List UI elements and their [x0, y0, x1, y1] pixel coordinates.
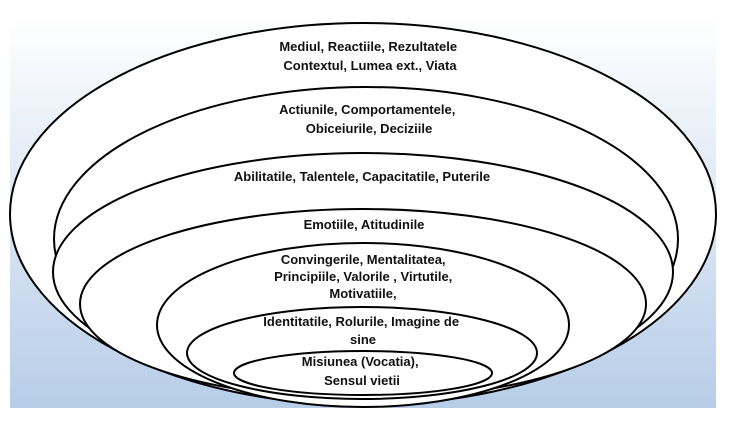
layer-beliefs-label: Convingerile, Mentalitatea, Principiile,… — [274, 252, 456, 301]
layer-abilities-line-1: Abilitatile, Talentele, Capacitatile, Pu… — [234, 169, 490, 184]
layer-identity-label: Identitatile, Rolurile, Imagine de sine — [263, 314, 462, 347]
layer-environment-line-2: Contextul, Lumea ext., Viata — [283, 58, 457, 73]
layer-mission: Misiunea (Vocatia), Sensul vietii — [233, 350, 493, 396]
layer-beliefs-line-3: Motivatiile, — [329, 286, 396, 301]
layer-mission-line-2: Sensul vietii — [324, 373, 400, 388]
layer-emotions-line-1: Emotiile, Atitudinile — [304, 217, 425, 232]
layer-mission-line-1: Misiunea (Vocatia), — [302, 354, 419, 369]
layer-abilities-label: Abilitatile, Talentele, Capacitatile, Pu… — [234, 169, 490, 184]
layer-mission-ring — [233, 350, 493, 396]
layer-actions-line-2: Obiceiurile, Deciziile — [306, 121, 432, 136]
layer-beliefs-line-2: Principiile, Valorile , Virtutile, — [274, 269, 452, 284]
layer-beliefs-line-1: Convingerile, Mentalitatea, — [281, 252, 446, 267]
layer-environment-line-1: Mediul, Reactiile, Rezultatele — [279, 39, 457, 54]
layer-mission-label: Misiunea (Vocatia), Sensul vietii — [302, 354, 422, 388]
layer-emotions-label: Emotiile, Atitudinile — [304, 217, 425, 232]
layer-identity-line-2: sine — [350, 332, 376, 347]
layer-identity-line-1: Identitatile, Rolurile, Imagine de — [263, 314, 459, 329]
layer-environment-label: Mediul, Reactiile, Rezultatele Contextul… — [279, 39, 460, 73]
layer-actions-line-1: Actiunile, Comportamentele, — [279, 102, 455, 117]
layer-actions-label: Actiunile, Comportamentele, Obiceiurile,… — [279, 102, 459, 136]
